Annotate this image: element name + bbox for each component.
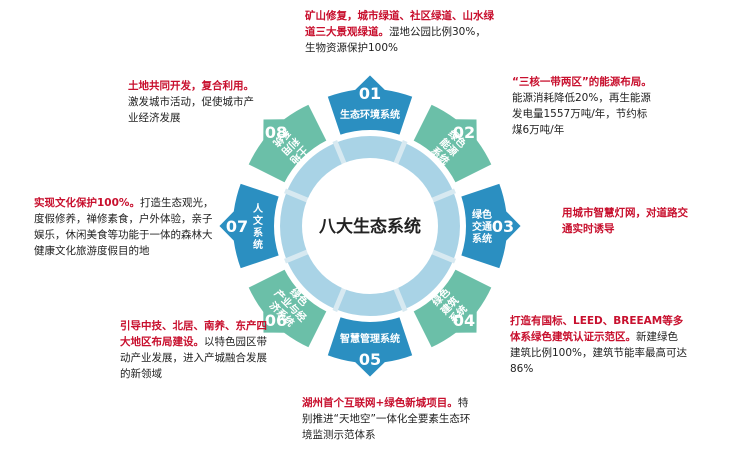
description-08-highlight: 土地共同开发，复合利用。 — [128, 80, 254, 92]
segment-label-line: 交通 — [472, 220, 492, 233]
segment-shape-06 — [246, 267, 329, 350]
segment-number-05: 05 — [359, 350, 381, 369]
description-08: 土地共同开发，复合利用。激发城市活动，促使城市产业经济发展 — [128, 78, 263, 126]
segment-label-05: 智慧管理系统 — [340, 332, 400, 345]
segment-shape-04 — [411, 267, 494, 350]
segment-label-line: 人 — [253, 202, 264, 215]
segment-label-07: 人文系统 — [253, 202, 264, 251]
segment-label-line: 系 — [253, 226, 263, 239]
center-title: 八大生态系统 — [319, 216, 421, 237]
description-06: 引导中技、北居、南养、东产四大地区布局建设。以特色园区带动产业发展，进入产城融合… — [120, 318, 268, 382]
description-02-highlight: “三核一带两区”的能源布局。 — [512, 76, 652, 88]
segment-number-06: 06 — [265, 311, 287, 330]
description-08-text: 激发城市活动，促使城市产业经济发展 — [128, 96, 254, 124]
description-04-text: 新建绿色建筑比例100%，建筑节能率最高可达86% — [510, 331, 688, 375]
segment-shape-08 — [246, 102, 329, 185]
segment-label-line: 智慧管理系统 — [340, 332, 400, 345]
description-03: 用城市智慧灯网，对道路交通实时诱导 — [562, 205, 697, 237]
description-03-highlight: 用城市智慧灯网，对道路交通实时诱导 — [562, 207, 688, 235]
segment-label-line: 绿色 — [472, 208, 492, 221]
description-04: 打造有国标、LEED、BREEAM等多体系绿色建筑认证示范区。新建绿色建筑比例1… — [510, 313, 688, 377]
description-06-text: 以特色园区带动产业发展，进入产城融合发展的新领域 — [120, 336, 267, 380]
segment-01: 01 生态环境系统 — [325, 72, 415, 138]
segment-shape-03 — [458, 181, 524, 271]
description-05-highlight: 湖州首个互联网+绿色新城项目。 — [302, 397, 458, 409]
segment-label-line: 统 — [253, 238, 263, 251]
segment-shape-01 — [325, 72, 415, 138]
segment-label-04: 绿色建筑系统 — [429, 285, 470, 326]
segment-number-01: 01 — [359, 84, 381, 103]
description-06-highlight: 引导中技、北居、南养、东产四大地区布局建设。 — [120, 320, 267, 348]
segment-number-07: 07 — [226, 217, 248, 236]
description-02-text: 能源消耗降低20%，再生能源发电量1557万吨/年，节约标煤6万吨/年 — [512, 92, 651, 136]
segment-07: 07 人文系统 — [216, 181, 282, 271]
segment-shape-05 — [325, 314, 415, 380]
segment-label-03: 绿色交通系统 — [472, 208, 492, 245]
description-07-highlight: 实现文化保护100%。 — [34, 197, 140, 209]
segment-number-08: 08 — [265, 123, 287, 142]
segment-number-03: 03 — [492, 217, 514, 236]
segment-number-04: 04 — [453, 311, 475, 330]
segment-shape-07 — [216, 181, 282, 271]
segment-05: 05 智慧管理系统 — [325, 314, 415, 380]
description-07: 实现文化保护100%。打造生态观光，度假修养，禅修素食，户外体验，亲子娱乐，休闲… — [34, 195, 220, 259]
description-01-highlight: 矿山修复，城市绿道、社区绿道、山水绿道三大景观绿道。 — [305, 10, 494, 38]
segment-label-line: 系统 — [472, 232, 492, 245]
segment-shape-02 — [411, 102, 494, 185]
description-04-highlight: 打造有国标、LEED、BREEAM等多体系绿色建筑认证示范区。 — [510, 315, 684, 343]
description-01: 矿山修复，城市绿道、社区绿道、山水绿道三大景观绿道。湿地公园比例30%，生物资源… — [305, 8, 495, 56]
segment-label-01: 生态环境系统 — [340, 108, 400, 121]
segment-label-line: 文 — [253, 214, 264, 227]
description-05-text: 特别推进“天地空”一体化全要素生态环境监测示范体系 — [302, 397, 471, 441]
description-02: “三核一带两区”的能源布局。能源消耗降低20%，再生能源发电量1557万吨/年，… — [512, 74, 657, 138]
segment-number-02: 02 — [453, 123, 475, 142]
description-05: 湖州首个互联网+绿色新城项目。特别推进“天地空”一体化全要素生态环境监测示范体系 — [302, 395, 478, 443]
center-disc — [302, 158, 438, 294]
segment-label-line: 生态环境系统 — [340, 108, 400, 121]
description-07-text: 打造生态观光，度假修养，禅修素食，户外体验，亲子娱乐，休闲美食等功能于一体的森林… — [34, 197, 214, 257]
description-01-text: 湿地公园比例30%，生物资源保护100% — [305, 26, 486, 54]
